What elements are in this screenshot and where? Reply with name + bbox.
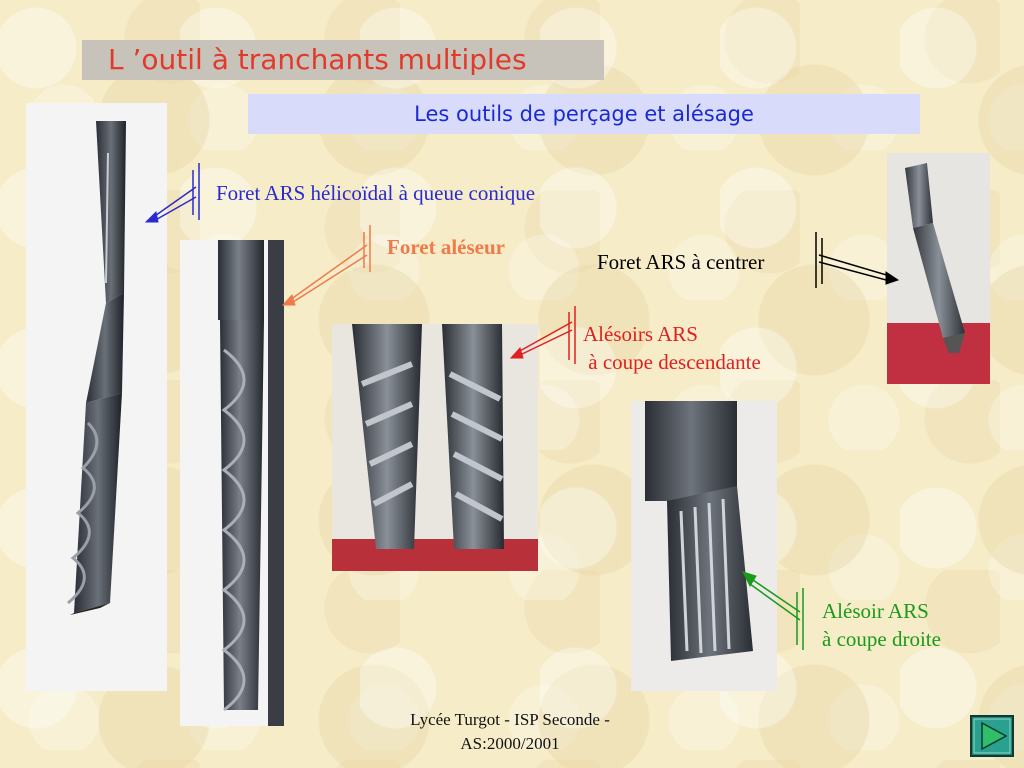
slide-title: L ’outil à tranchants multiples <box>82 40 604 80</box>
arrow-helical <box>144 163 200 223</box>
photo-foret-centrer <box>887 153 990 384</box>
arrow-alesoir-droite <box>742 571 804 650</box>
label-alesoirs-desc: Alésoirs ARS à coupe descendante <box>583 320 761 376</box>
label-alesoir-droite-line1: Alésoir ARS <box>822 599 929 623</box>
footer-credit: Lycée Turgot - ISP Seconde - AS:2000/200… <box>380 708 640 756</box>
slide-subtitle: Les outils de perçage et alésage <box>248 94 920 134</box>
arrow-aleseur <box>281 225 371 306</box>
arrow-centrer <box>815 232 900 288</box>
label-aleseur: Foret aléseur <box>387 235 505 259</box>
photo-alesoirs-descendante <box>332 324 538 571</box>
play-next-icon <box>970 715 1014 757</box>
label-alesoirs-desc-line1: Alésoirs ARS <box>583 322 698 346</box>
label-alesoir-droite-line2: à coupe droite <box>822 627 941 651</box>
label-alesoir-droite: Alésoir ARS à coupe droite <box>822 597 941 653</box>
arrow-alesoirs-desc <box>509 306 576 364</box>
label-helical: Foret ARS hélicoïdal à queue conique <box>216 181 536 205</box>
photo-foret-aleseur <box>180 240 284 726</box>
next-slide-button[interactable] <box>970 715 1014 757</box>
footer-line2: AS:2000/2001 <box>460 734 560 753</box>
label-alesoirs-desc-line2: à coupe descendante <box>583 350 761 374</box>
footer-line1: Lycée Turgot - ISP Seconde - <box>410 710 610 729</box>
label-centrer: Foret ARS à centrer <box>597 250 765 274</box>
photo-alesoir-droite <box>631 401 777 691</box>
photo-helical-drill <box>26 103 167 691</box>
